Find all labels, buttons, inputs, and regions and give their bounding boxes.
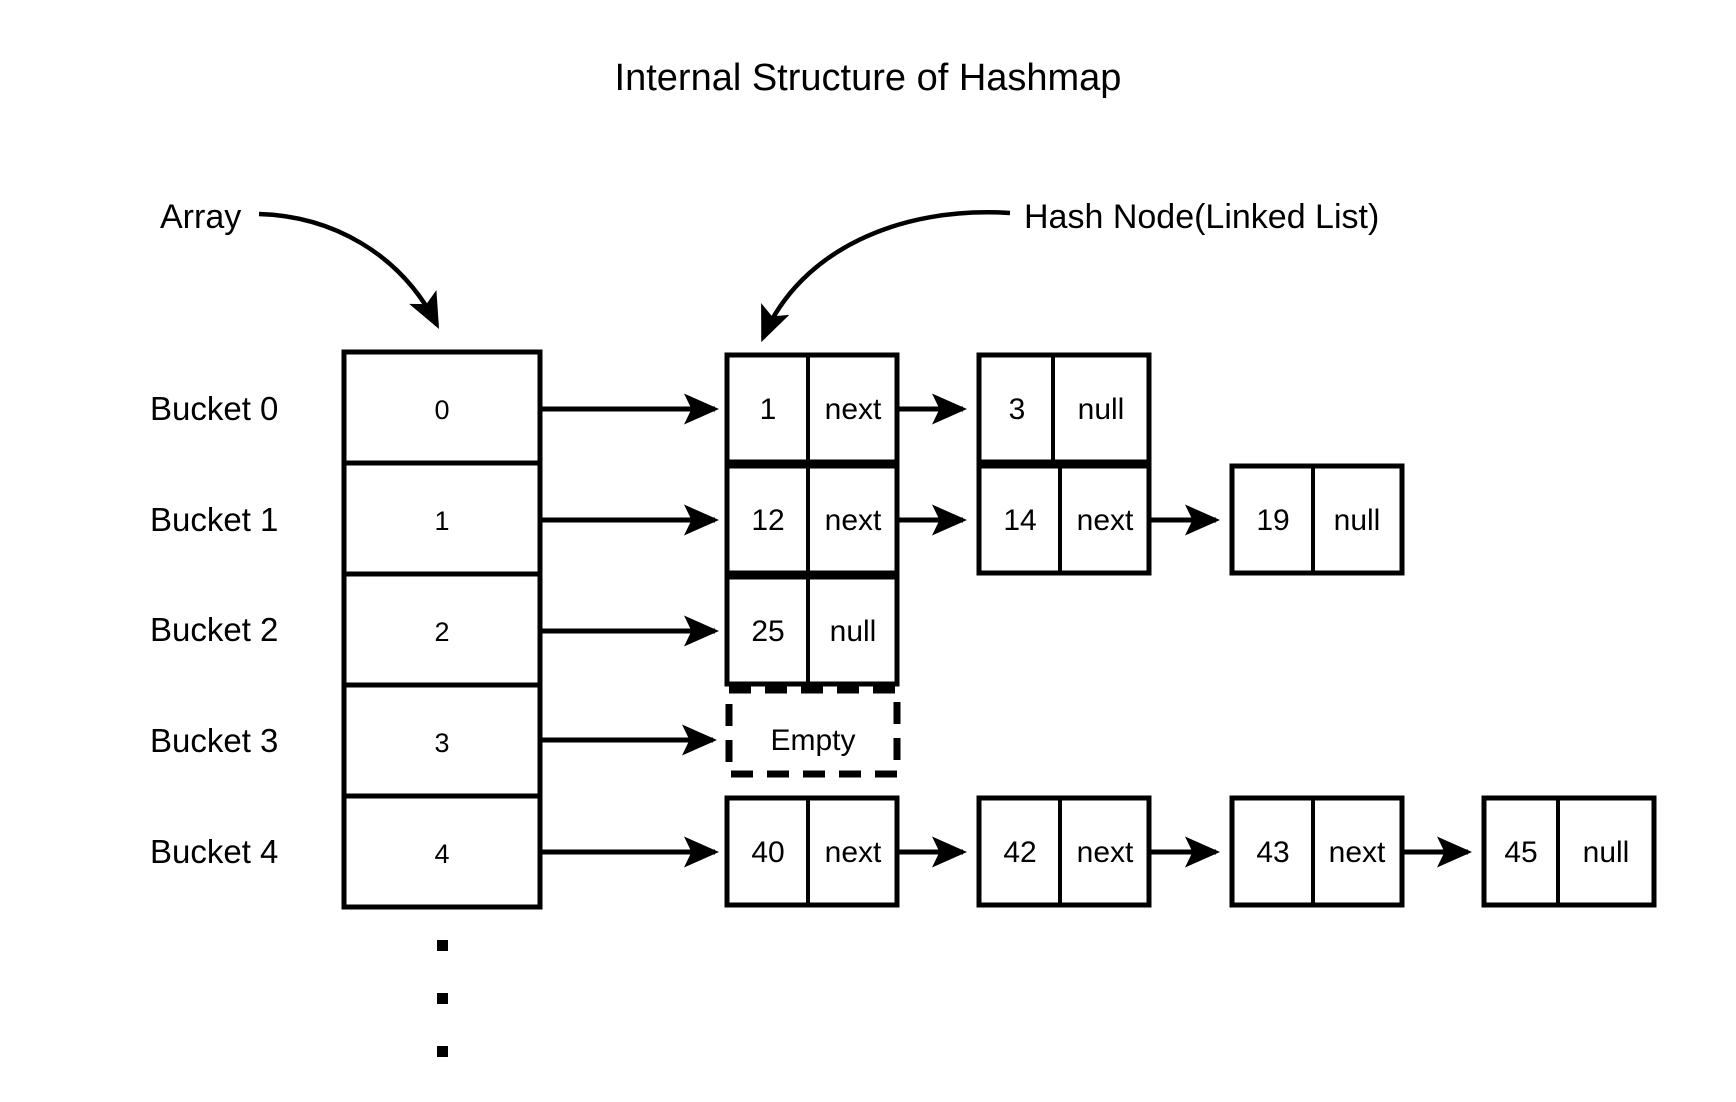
chain-0-node-1-key: 3 <box>1009 393 1026 426</box>
chain-0-node-0-next: next <box>825 393 882 426</box>
chain-1-node-2[interactable]: 19 null <box>1229 463 1405 576</box>
chain-4-node-3[interactable]: 45 null <box>1481 795 1657 908</box>
bucket-label-2: Bucket 2 <box>150 611 278 648</box>
array-cell-0[interactable] <box>341 349 543 466</box>
chain-4-node-1[interactable]: 42 next <box>976 795 1152 908</box>
bucket-label-1: Bucket 1 <box>150 501 278 538</box>
bucket-label-0: Bucket 0 <box>150 390 278 427</box>
callout-label-array: Array <box>160 198 241 236</box>
chain-4-node-0-key: 40 <box>751 836 784 869</box>
array-cell-4-value: 4 <box>434 839 449 869</box>
array-cell-0-value: 0 <box>434 395 449 425</box>
array-continuation-dot-3 <box>437 1046 448 1057</box>
chain-4-node-1-key: 42 <box>1003 836 1036 869</box>
chain-4-node-2-next: next <box>1329 836 1386 869</box>
bucket-array: 0 1 2 3 4 <box>341 349 543 910</box>
chain-0-node-1-next: null <box>1078 393 1125 426</box>
array-continuation-dot-2 <box>437 993 448 1004</box>
chain-1-node-1[interactable]: 14 next <box>976 463 1152 576</box>
chain-1-node-0[interactable]: 12 next <box>724 463 900 576</box>
chain-4-node-3-next: null <box>1583 836 1630 869</box>
chain-3-empty-label: Empty <box>770 724 855 757</box>
chain-2-node-0[interactable]: 25 null <box>724 574 900 687</box>
chain-0-node-0[interactable]: 1 next <box>724 352 900 465</box>
chain-4-node-0-next: next <box>825 836 882 869</box>
array-cell-4[interactable] <box>341 793 543 910</box>
chain-3-empty-box[interactable]: Empty <box>725 686 901 778</box>
array-cell-1-value: 1 <box>434 506 449 536</box>
chain-2-node-0-next: null <box>830 615 877 648</box>
callout-label-hashnode: Hash Node(Linked List) <box>1024 198 1379 236</box>
chain-4-node-1-next: next <box>1077 836 1134 869</box>
chain-1-node-1-next: next <box>1077 504 1134 537</box>
array-callout-arrow <box>258 211 440 330</box>
chain-0-node-0-key: 1 <box>760 393 777 426</box>
page-title: Internal Structure of Hashmap <box>615 57 1122 99</box>
chain-2-node-0-key: 25 <box>751 615 784 648</box>
bucket-label-3: Bucket 3 <box>150 722 278 759</box>
chain-4-node-3-key: 45 <box>1504 836 1537 869</box>
chain-4-node-2-key: 43 <box>1256 836 1289 869</box>
array-continuation-dot-1 <box>437 940 448 951</box>
array-cell-3[interactable] <box>341 682 543 799</box>
chain-1-node-2-next: null <box>1334 504 1381 537</box>
chain-1-node-1-key: 14 <box>1003 504 1036 537</box>
hashnode-callout-arrow <box>760 210 1011 343</box>
chain-1-node-0-key: 12 <box>751 504 784 537</box>
array-cell-3-value: 3 <box>434 728 449 758</box>
chain-0-node-1[interactable]: 3 null <box>976 352 1152 465</box>
chain-1-node-0-next: next <box>825 504 882 537</box>
array-cell-2-value: 2 <box>434 617 449 647</box>
bucket-label-4: Bucket 4 <box>150 833 278 870</box>
chain-4-node-2[interactable]: 43 next <box>1229 795 1405 908</box>
chain-1-node-2-key: 19 <box>1256 504 1289 537</box>
chain-4-node-0[interactable]: 40 next <box>724 795 900 908</box>
